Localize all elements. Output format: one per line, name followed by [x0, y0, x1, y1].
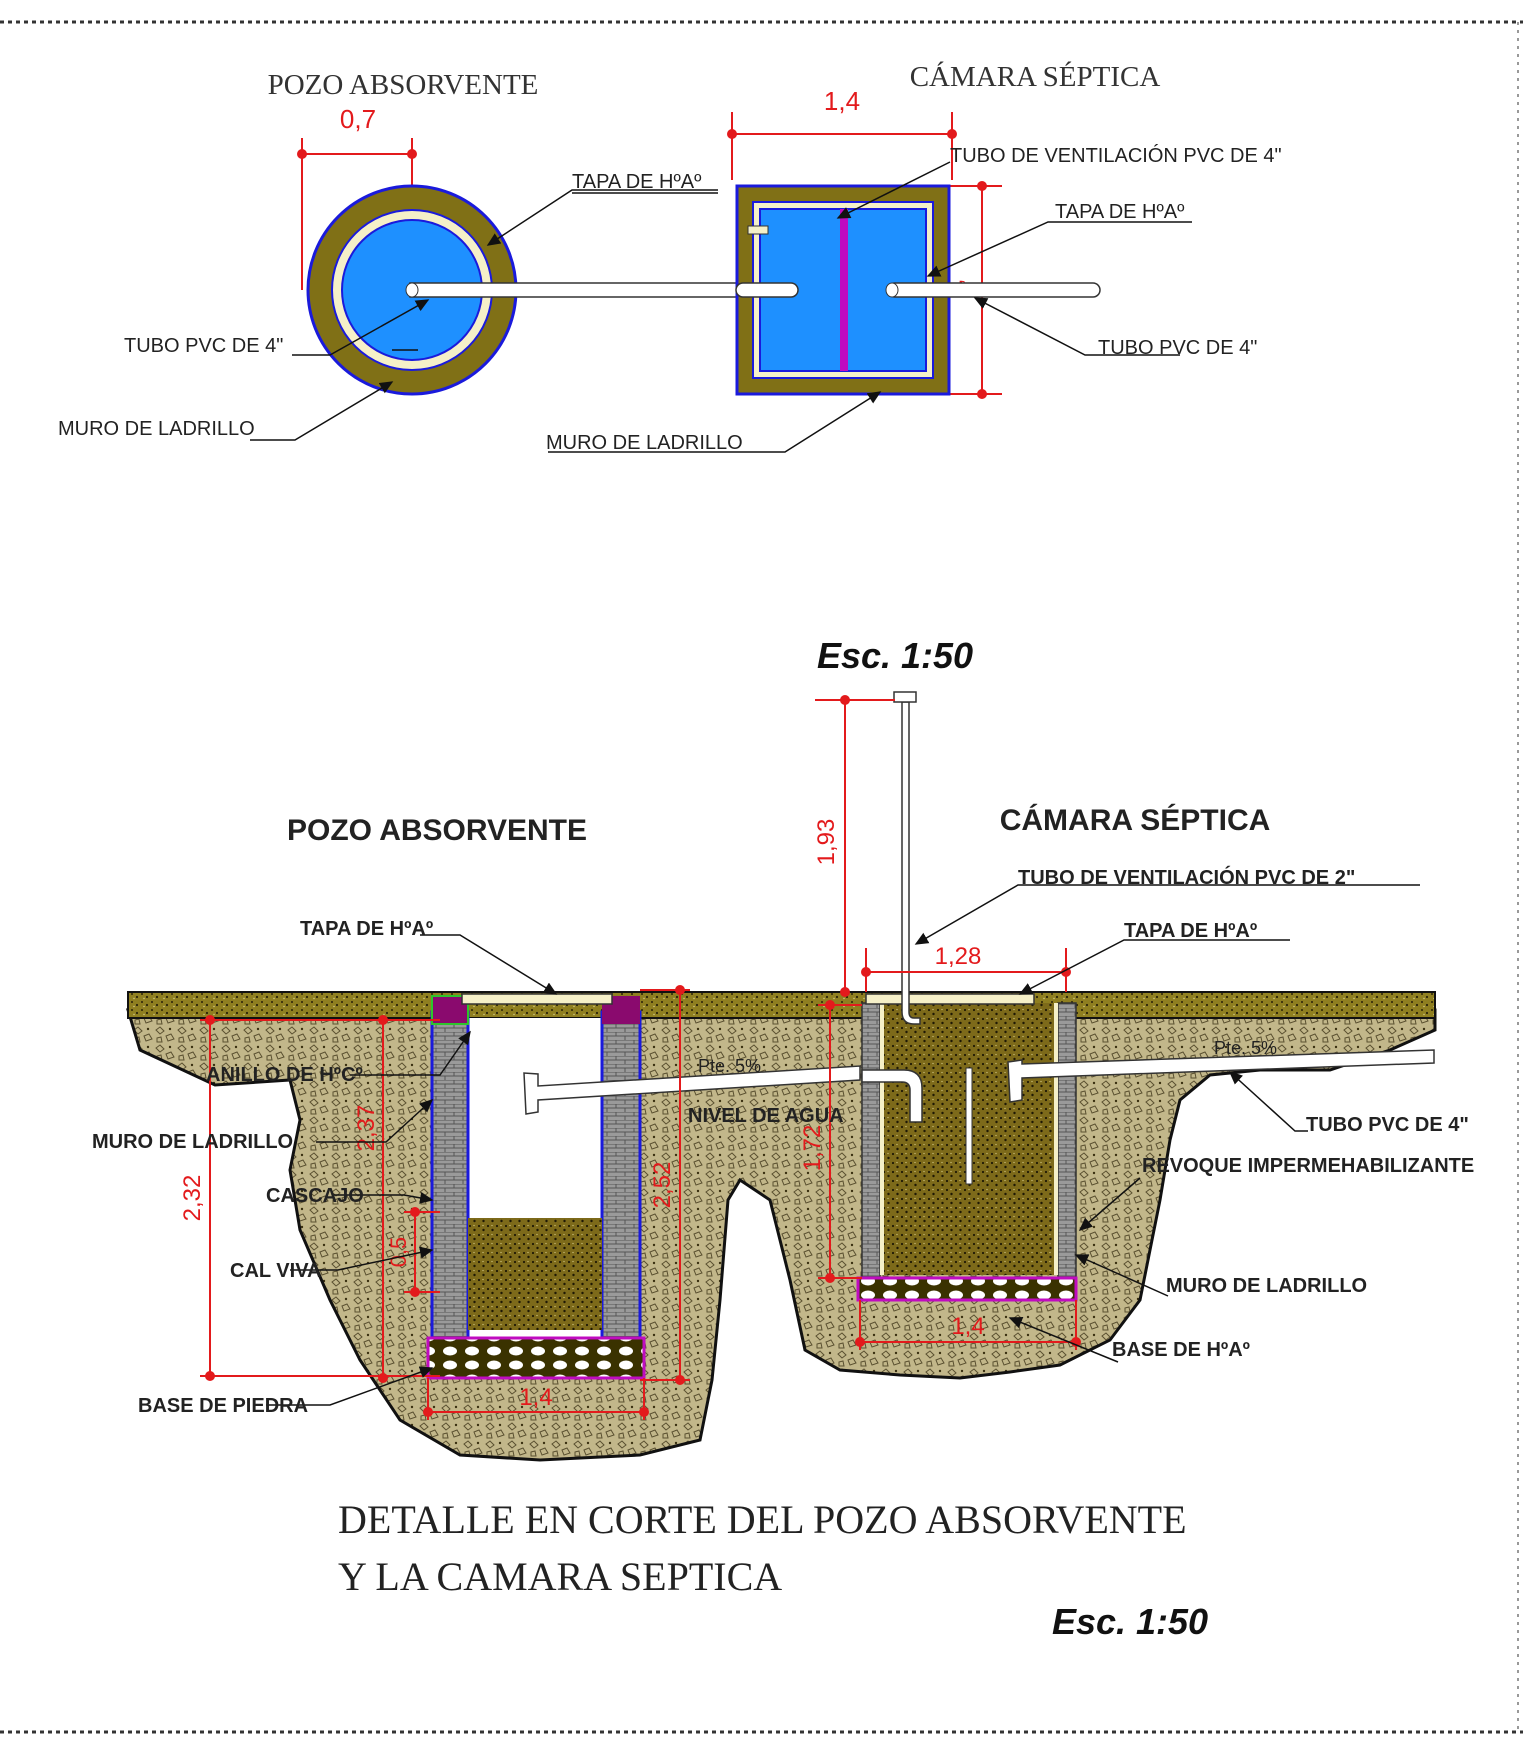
plan-chamber-title: CÁMARA SÉPTICA [910, 60, 1161, 93]
section-label-slope-left: Pte. 5% [698, 1056, 761, 1076]
well-gravel-fill [468, 1218, 602, 1330]
section-chamber-label-pipe: TUBO PVC DE 4" [1306, 1114, 1469, 1136]
section-chamber-label-lid: TAPA DE HºAº [1124, 920, 1257, 942]
chamber-dim-base: 1,4 [951, 1313, 984, 1340]
topsoil-band [127, 991, 1436, 1019]
section-well-label-lime: CAL VIVA [230, 1260, 322, 1282]
plan-chamber-label-lid: TAPA DE HºAº [1055, 201, 1185, 223]
chamber-right-plaster [1054, 1003, 1058, 1275]
section-chamber-label-water: NIVEL DE AGUA [688, 1105, 844, 1127]
well-dimension-lines [200, 985, 690, 1420]
plan-well-label-lid: TAPA DE HºAº [572, 171, 702, 193]
section-chamber-label-base: BASE DE HºAº [1112, 1339, 1250, 1361]
plan-chamber-label-wall: MURO DE LADRILLO [546, 432, 743, 454]
chamber-concrete-base [856, 1276, 1078, 1302]
section-well-label-base: BASE DE PIEDRA [138, 1395, 308, 1417]
plan-chamber-inlet-pipe [735, 282, 799, 298]
chamber-left-plaster [880, 1003, 884, 1275]
plan-leaders [250, 161, 1192, 453]
plan-pipe-end-well [405, 282, 419, 298]
section-well-label-ring: ANILLO DE HºCº [206, 1064, 363, 1086]
plan-chamber-dim-width: 1,4 [824, 86, 860, 116]
well-right-brick-wall [600, 1010, 642, 1344]
well-dim-depth: 2,52 [649, 1162, 676, 1209]
section-chamber-label-plaster: REVOQUE IMPERMEHABILIZANTE [1142, 1155, 1474, 1177]
section-view: Esc. 1:50 POZO ABSORVENTE CÁMARA SÉPTICA [92, 635, 1474, 1642]
section-chamber-title: CÁMARA SÉPTICA [1000, 803, 1271, 837]
chamber-dim-water: 1,72 [799, 1125, 826, 1172]
section-well-label-wall: MURO DE LADRILLO [92, 1131, 293, 1153]
well-lid [461, 993, 613, 1005]
section-scale-bottom: Esc. 1:50 [1052, 1601, 1208, 1642]
chamber-lid [865, 993, 1035, 1005]
plan-well-title: POZO ABSORVENTE [268, 69, 539, 101]
section-caption-line1: DETALLE EN CORTE DEL POZO ABSORVENTE [338, 1497, 1187, 1542]
chamber-dim-vent: 1,93 [813, 819, 840, 866]
well-stone-base [426, 1336, 646, 1380]
plan-well-label-wall: MURO DE LADRILLO [58, 418, 255, 440]
chamber-right-brick-wall [1057, 1002, 1077, 1279]
section-well-label-lid: TAPA DE HºAº [300, 918, 433, 940]
section-chamber-label-wall: MURO DE LADRILLO [1166, 1275, 1367, 1297]
plan-chamber-outlet-pipe [887, 282, 1101, 298]
plan-well-dim-diameter: 0,7 [340, 104, 376, 134]
chamber-vent-pipe [901, 701, 921, 1025]
well-dim-gravel: 0,5 [386, 1237, 411, 1268]
plan-chamber-label-pipe: TUBO PVC DE 4" [1098, 337, 1257, 359]
well-dim-total: 2,32 [179, 1175, 206, 1222]
plan-chamber-dimension-lines [727, 112, 1002, 399]
plan-outlet-pipe-end [885, 282, 899, 298]
well-dim-base: 1,4 [519, 1384, 552, 1411]
section-leaders [266, 884, 1420, 1406]
section-caption-line2: Y LA CAMARA SEPTICA [338, 1554, 782, 1599]
chamber-vent-cap [893, 691, 917, 703]
chamber-inlet-elbow [861, 1069, 923, 1123]
well-inlet-pipe [523, 1065, 861, 1115]
section-well-title: POZO ABSORVENTE [287, 814, 587, 847]
well-dim-inner: 2,37 [353, 1105, 380, 1152]
section-scale-top: Esc. 1:50 [817, 635, 973, 676]
section-chamber-label-vent: TUBO DE VENTILACIÓN PVC DE 2" [1018, 865, 1355, 889]
plan-well-label-pipe: TUBO PVC DE 4" [124, 335, 283, 357]
chamber-left-brick-wall [861, 1002, 881, 1279]
chamber-baffle [965, 1067, 973, 1185]
chamber-dim-top: 1,28 [935, 943, 982, 970]
plan-chamber-baffle [840, 209, 848, 371]
well-left-brick-wall [430, 1010, 470, 1344]
chamber-outlet-pipe [1007, 1049, 1435, 1103]
plan-view: POZO ABSORVENTE 0,7 CÁMARA SÉPTICA 1,4 [58, 60, 1282, 454]
plan-chamber-vent-tube [747, 225, 769, 235]
chamber-dimension-lines [815, 695, 1081, 1350]
plan-chamber-label-vent: TUBO DE VENTILACIÓN PVC DE 4" [950, 144, 1282, 167]
section-well-label-gravel: CASCAJO [266, 1185, 364, 1207]
section-label-slope-right: Pte. 5% [1214, 1038, 1277, 1058]
